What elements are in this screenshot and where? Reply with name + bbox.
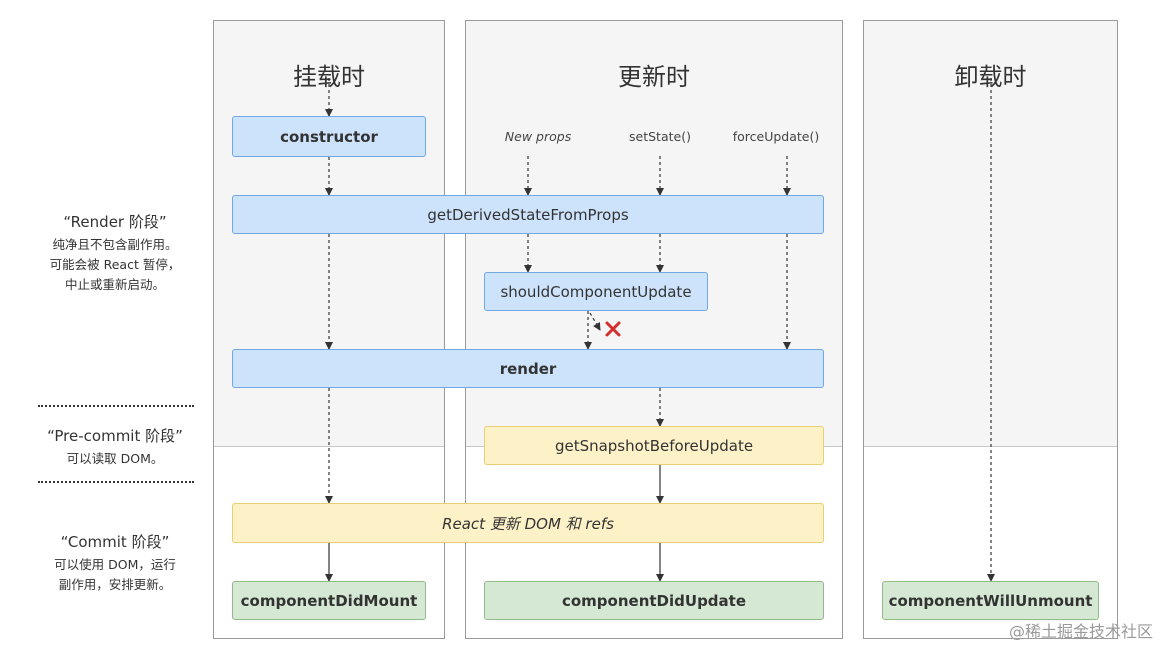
react-update-dom-box: React 更新 DOM 和 refs (232, 503, 824, 543)
render-box: render (232, 349, 824, 388)
component-did-update-box: componentDidUpdate (484, 581, 824, 620)
constructor-box: constructor (232, 116, 426, 157)
trigger-new-props: New props (504, 129, 572, 144)
should-component-update-box: shouldComponentUpdate (484, 272, 708, 311)
update-phase-title: 更新时 (618, 63, 690, 91)
get-snapshot-box: getSnapshotBeforeUpdate (484, 426, 824, 465)
precommit-stage-title: “Pre-commit 阶段” (47, 427, 183, 445)
arrow-scu-false (589, 312, 601, 331)
stage-separator-2 (38, 481, 194, 483)
render-stage-desc-3: 中止或重新启动。 (64, 277, 165, 292)
cross-icon (605, 321, 621, 337)
commit-stage-desc-2: 副作用，安排更新。 (58, 577, 172, 592)
component-will-unmount-box: componentWillUnmount (882, 581, 1099, 620)
stage-separator-1 (38, 405, 194, 407)
render-stage-title: “Render 阶段” (63, 213, 167, 231)
render-stage-desc-1: 纯净且不包含副作用。 (52, 237, 178, 252)
watermark-text: @稀土掘金技术社区 (1008, 622, 1153, 641)
component-did-mount-box: componentDidMount (232, 581, 426, 620)
render-stage-desc-2: 可能会被 React 暂停， (49, 257, 181, 272)
commit-stage-title: “Commit 阶段” (60, 533, 170, 551)
commit-stage-desc-1: 可以使用 DOM，运行 (54, 557, 176, 572)
get-derived-state-box: getDerivedStateFromProps (232, 195, 824, 234)
trigger-set-state: setState() (629, 129, 691, 144)
trigger-force-update: forceUpdate() (732, 129, 820, 144)
precommit-stage-desc-1: 可以读取 DOM。 (66, 451, 164, 466)
